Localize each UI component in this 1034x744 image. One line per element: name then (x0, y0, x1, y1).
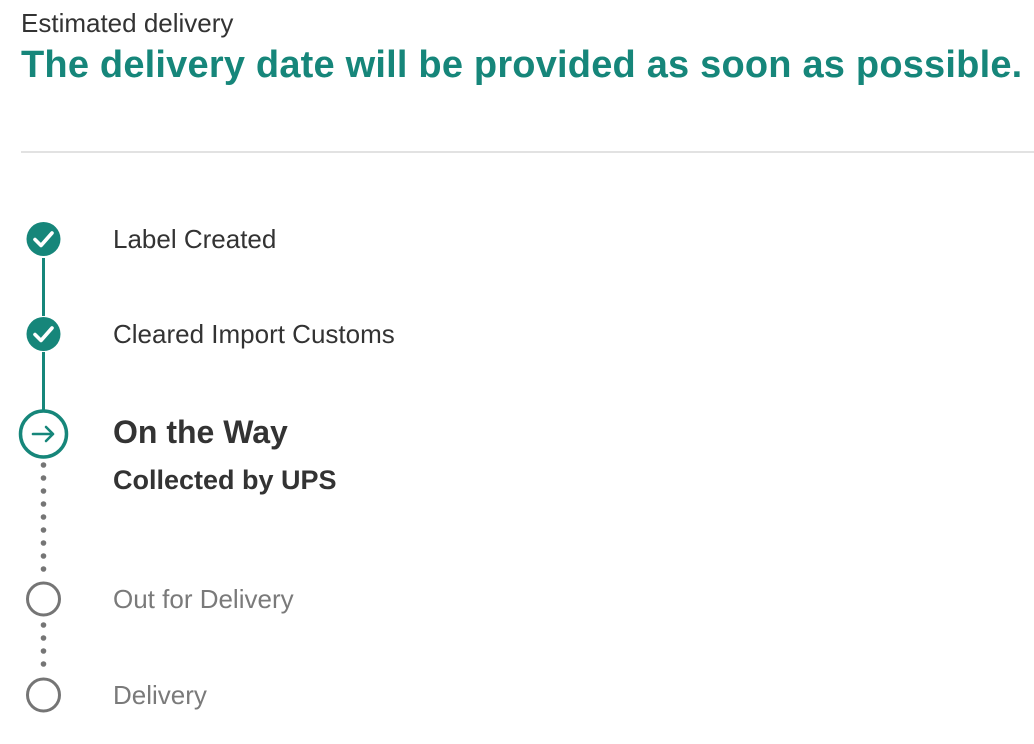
estimated-delivery-label: Estimated delivery (21, 8, 234, 38)
empty-circle-icon (26, 581, 61, 617)
step-delivery: Delivery (113, 680, 207, 710)
empty-circle-icon (26, 677, 61, 713)
step-label-created: Label Created (113, 224, 277, 254)
timeline-connector-dotted (40, 622, 47, 667)
check-circle-icon (26, 317, 61, 351)
timeline-connector-dotted (40, 462, 47, 572)
step-on-the-way: On the Way (113, 414, 288, 450)
delivery-headline: The delivery date will be provided as so… (21, 44, 1023, 86)
step-out-for-delivery: Out for Delivery (113, 584, 294, 614)
arrow-right-circle-icon (18, 409, 69, 459)
check-circle-icon (26, 222, 61, 256)
step-on-the-way-sublabel: Collected by UPS (113, 465, 337, 495)
step-cleared-import-customs: Cleared Import Customs (113, 319, 395, 349)
divider (21, 151, 1034, 153)
